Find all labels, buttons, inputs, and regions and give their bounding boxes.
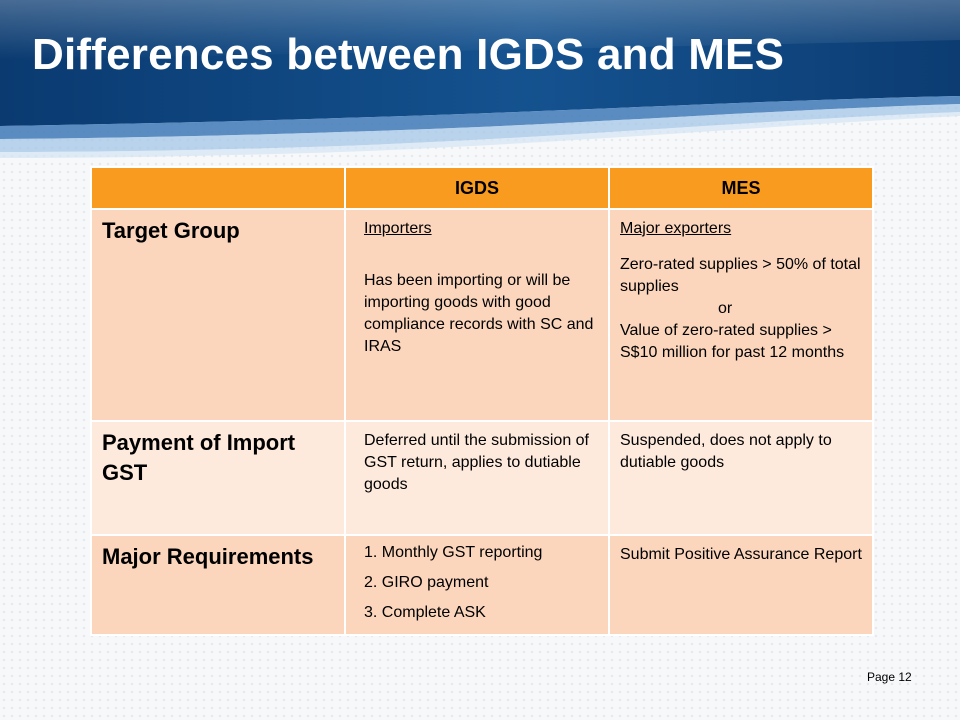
- slide-title: Differences between IGDS and MES: [32, 30, 785, 79]
- header-mes: MES: [608, 166, 874, 210]
- igds-requirement-item: 2. GIRO payment: [364, 574, 489, 591]
- mes-target-heading: Major exporters: [620, 220, 732, 237]
- igds-target-text: Has been importing or will be importing …: [364, 272, 594, 355]
- table-header-row: IGDS MES: [90, 166, 874, 210]
- comparison-table: IGDS MES Target Group Importers Has been…: [90, 166, 874, 636]
- header-igds: IGDS: [344, 166, 610, 210]
- igds-target-group-cell: Importers Has been importing or will be …: [344, 208, 610, 422]
- row-label-requirements: Major Requirements: [90, 534, 346, 636]
- header-empty-cell: [90, 166, 346, 210]
- title-banner: [0, 0, 960, 158]
- mes-target-line2: Value of zero-rated supplies > S$10 mill…: [620, 322, 845, 361]
- igds-import-gst-cell: Deferred until the submission of GST ret…: [344, 420, 610, 536]
- page-number: Page 12: [867, 670, 912, 684]
- row-label-target-group: Target Group: [90, 208, 346, 422]
- mes-target-group-cell: Major exporters Zero-rated supplies > 50…: [608, 208, 874, 422]
- igds-target-heading: Importers: [364, 220, 432, 237]
- igds-requirement-item: 1. Monthly GST reporting: [364, 544, 543, 561]
- igds-requirements-cell: 1. Monthly GST reporting 2. GIRO payment…: [344, 534, 610, 636]
- mes-target-line1: Zero-rated supplies > 50% of total suppl…: [620, 256, 861, 295]
- table-row-requirements: Major Requirements 1. Monthly GST report…: [90, 534, 874, 636]
- mes-import-gst-cell: Suspended, does not apply to dutiable go…: [608, 420, 874, 536]
- table-row-import-gst: Payment of Import GST Deferred until the…: [90, 420, 874, 536]
- mes-requirements-cell: Submit Positive Assurance Report: [608, 534, 874, 636]
- mes-target-connector: or: [718, 300, 733, 317]
- igds-requirement-item: 3. Complete ASK: [364, 604, 486, 621]
- row-label-import-gst: Payment of Import GST: [90, 420, 346, 536]
- table-row-target-group: Target Group Importers Has been importin…: [90, 208, 874, 422]
